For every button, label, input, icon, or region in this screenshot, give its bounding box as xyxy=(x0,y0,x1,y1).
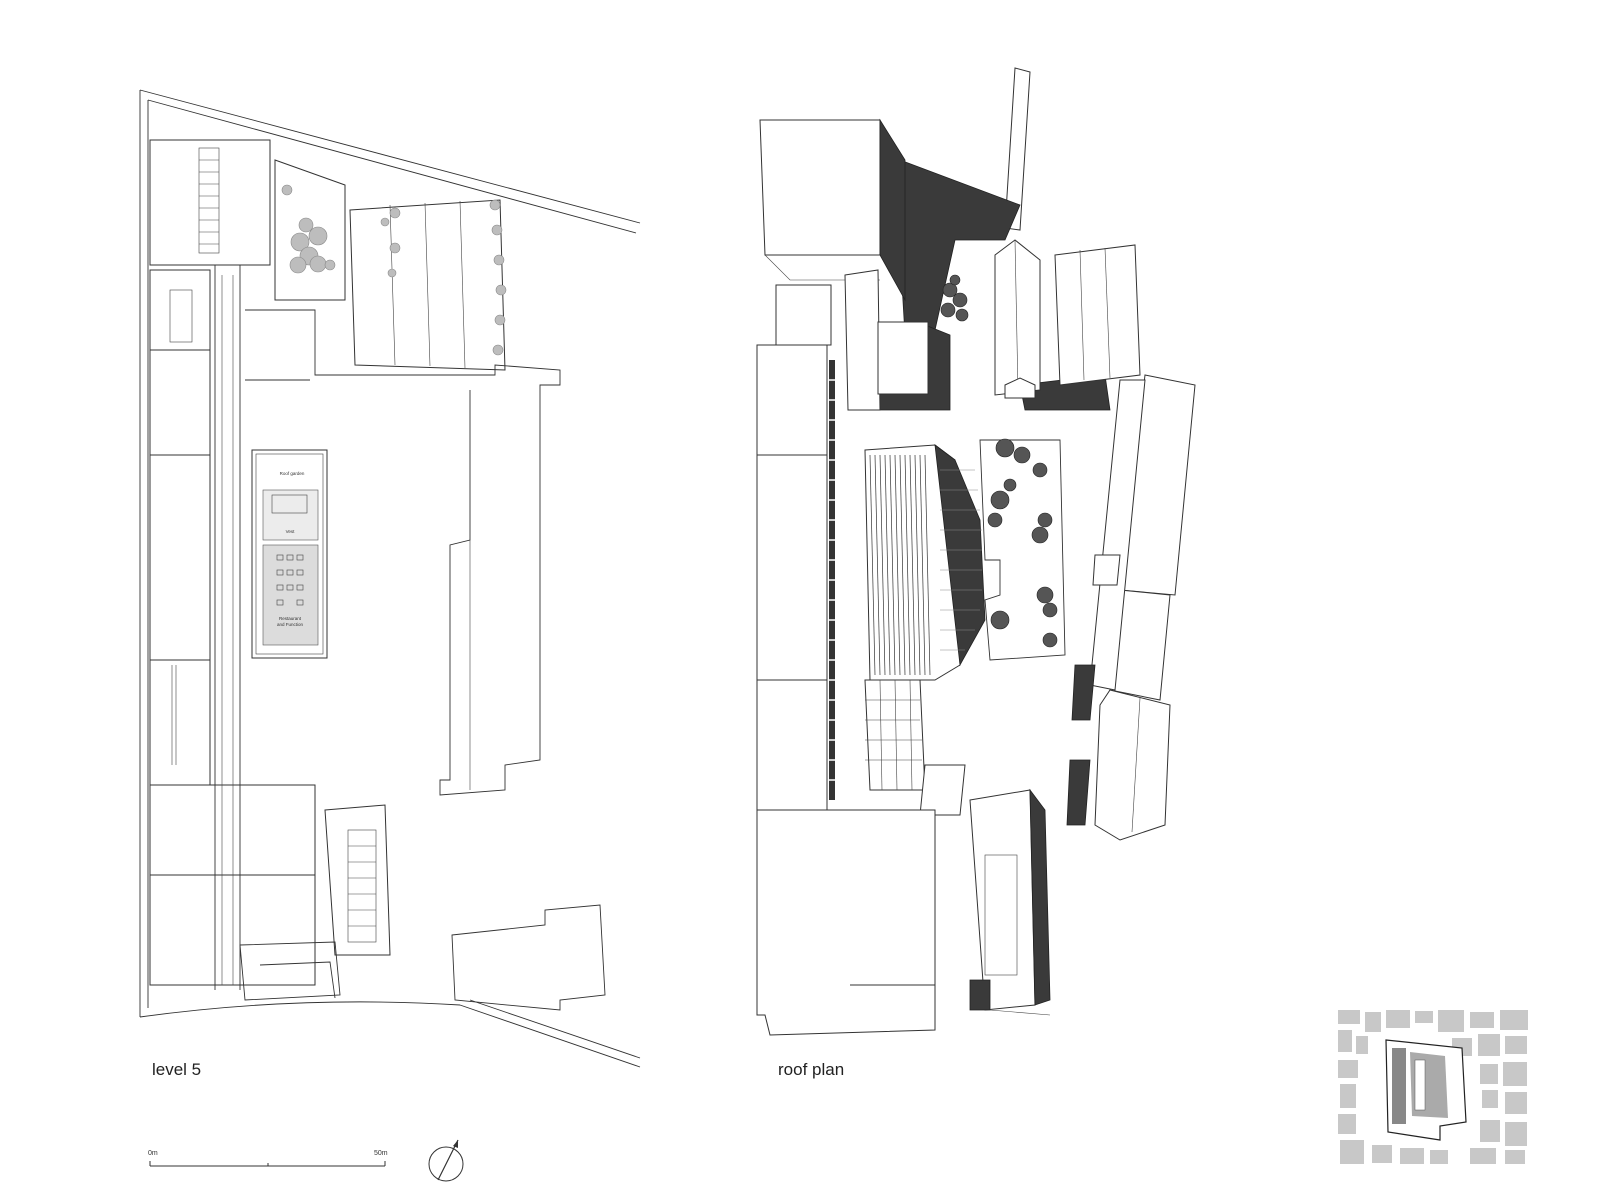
level-5-label: level 5 xyxy=(152,1060,202,1079)
building-nw xyxy=(149,139,271,266)
room-label-restaurant-1: Restaurant xyxy=(279,616,302,621)
scale-end-label: 50m xyxy=(374,1150,388,1157)
scale-start-label: 0m xyxy=(148,1150,158,1157)
north-arrow-icon xyxy=(428,1139,464,1182)
room-label-gallery: Vest xyxy=(286,529,296,534)
room-label-upper: Roof garden xyxy=(280,471,305,476)
room-label-restaurant-2: and Function xyxy=(277,622,304,627)
roof-plan-label: roof plan xyxy=(778,1060,845,1079)
roof-block-nw xyxy=(759,119,881,256)
location-key-map xyxy=(1335,1008,1530,1168)
level-5-plan: Vest Roof garden Restaurant and Function xyxy=(139,89,641,1068)
scale-bar xyxy=(149,1161,386,1167)
chimney xyxy=(1004,67,1031,231)
roof-plan xyxy=(756,67,1196,1036)
